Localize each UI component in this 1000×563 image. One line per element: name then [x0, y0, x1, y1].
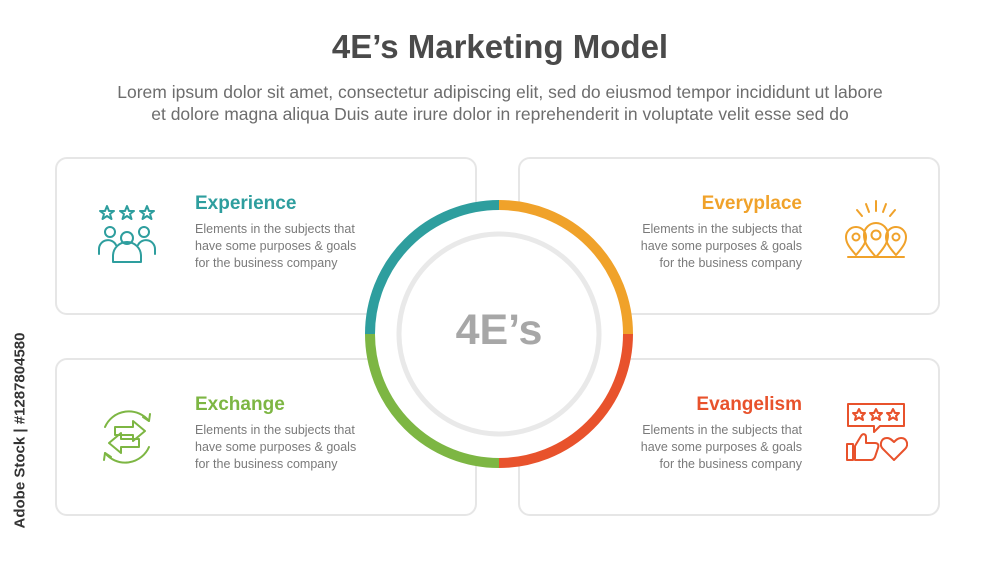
stock-watermark: Adobe Stock | #1287804580: [11, 332, 29, 529]
ring-segment-exchange: [365, 333, 500, 468]
ring-segment-everyplace: [498, 200, 633, 335]
review-feedback-icon: [846, 403, 908, 461]
center-ring: [365, 200, 633, 468]
desc-line: have some purposes & goals: [195, 440, 357, 454]
desc-line: have some purposes & goals: [640, 239, 802, 253]
card-exchange: Exchange Elements in the subjects that h…: [55, 358, 477, 516]
card-experience: Experience Elements in the subjects that…: [55, 157, 477, 315]
desc-line: for the business company: [195, 256, 338, 270]
desc-line: Elements in the subjects that: [195, 222, 355, 236]
card-evangelism: Evangelism Elements in the subjects that…: [518, 358, 940, 516]
desc-line: Elements in the subjects that: [642, 423, 802, 437]
heading-evangelism: Evangelism: [696, 394, 802, 415]
desc-everyplace: Elements in the subjects that have some …: [612, 221, 802, 272]
people-rating-icon: [98, 205, 156, 263]
ring-segment-evangelism: [498, 333, 633, 468]
ring-background: [365, 200, 633, 468]
center-label: 4E’s: [455, 306, 543, 354]
desc-line: have some purposes & goals: [195, 239, 357, 253]
desc-line: for the business company: [659, 457, 802, 471]
location-pins-icon: [845, 200, 907, 258]
desc-evangelism: Elements in the subjects that have some …: [612, 422, 802, 473]
heading-everyplace: Everyplace: [701, 193, 802, 214]
desc-experience: Elements in the subjects that have some …: [195, 221, 385, 272]
desc-line: Elements in the subjects that: [642, 222, 802, 236]
heading-exchange: Exchange: [195, 394, 285, 415]
desc-exchange: Elements in the subjects that have some …: [195, 422, 385, 473]
subtitle-line-2: et dolore magna aliqua Duis aute irure d…: [151, 104, 849, 124]
page-subtitle: Lorem ipsum dolor sit amet, consectetur …: [50, 81, 950, 125]
desc-line: have some purposes & goals: [640, 440, 802, 454]
exchange-arrows-icon: [103, 410, 151, 464]
ring-segment-experience: [365, 200, 500, 335]
subtitle-line-1: Lorem ipsum dolor sit amet, consectetur …: [117, 82, 883, 102]
desc-line: for the business company: [195, 457, 338, 471]
desc-line: Elements in the subjects that: [195, 423, 355, 437]
desc-line: for the business company: [659, 256, 802, 270]
page-title: 4E’s Marketing Model: [331, 28, 669, 65]
inner-ring: [396, 231, 602, 437]
heading-experience: Experience: [195, 193, 297, 214]
